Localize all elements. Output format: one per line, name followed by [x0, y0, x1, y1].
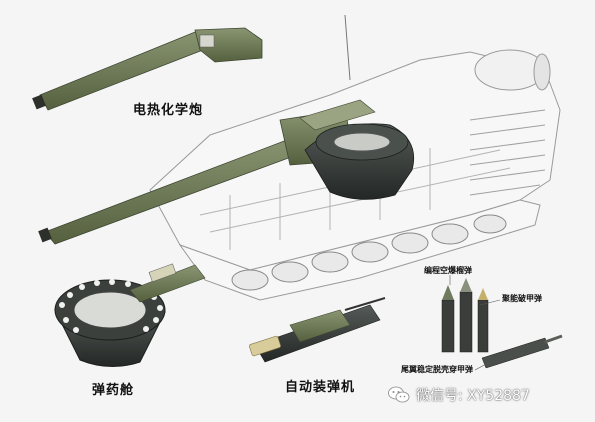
label-autoloader: 自动装弹机 [285, 380, 356, 395]
leader-lines [449, 275, 501, 371]
electrothermal-gun-part [32, 27, 263, 111]
wechat-icon [388, 386, 410, 404]
ammo-magazine-part [54, 263, 206, 367]
label-apfsds: 尾翼稳定脱壳穿甲弹 [401, 365, 473, 374]
ammunition-rounds [441, 278, 563, 369]
watermark-text: 微信号: XY52887 [416, 388, 530, 404]
label-ammo-magazine: 弹药舱 [92, 383, 135, 398]
autoloader-part [249, 297, 386, 363]
watermark: 微信号: XY52887 [388, 384, 530, 406]
label-programmable-airburst: 编程空爆榴弹 [424, 266, 472, 275]
label-electrothermal-gun: 电热化学炮 [133, 103, 204, 118]
label-shaped-charge: 聚能破甲弹 [502, 294, 542, 303]
mounted-magazine [304, 123, 415, 200]
